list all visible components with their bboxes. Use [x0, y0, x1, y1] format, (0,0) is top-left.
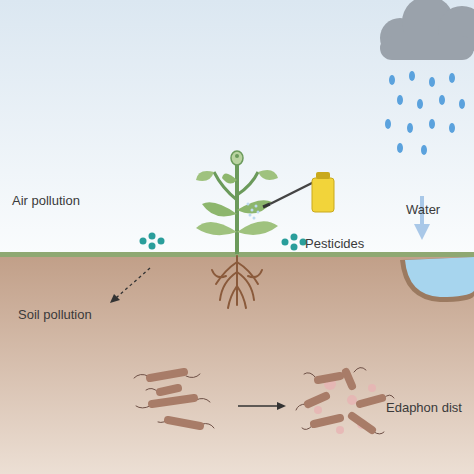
pesticides-label: Pesticides	[305, 236, 364, 252]
pesticide-dots	[140, 233, 307, 251]
bacteria-disturbed	[296, 367, 394, 434]
edaphon-label: Edaphon dist	[386, 400, 462, 416]
soil	[0, 255, 474, 474]
plant-roots	[212, 256, 262, 308]
process-arrow	[238, 402, 286, 410]
plant	[196, 151, 278, 254]
sprayer	[247, 172, 335, 220]
pond	[400, 257, 474, 302]
soil-pollution-label: Soil pollution	[18, 307, 92, 323]
bacteria-healthy	[134, 372, 214, 428]
soil-arrow	[110, 268, 150, 303]
cloud	[380, 0, 474, 60]
rain	[385, 71, 465, 155]
water-label: Water	[406, 202, 440, 218]
air-pollution-label: Air pollution	[12, 193, 80, 209]
sky	[0, 0, 474, 255]
